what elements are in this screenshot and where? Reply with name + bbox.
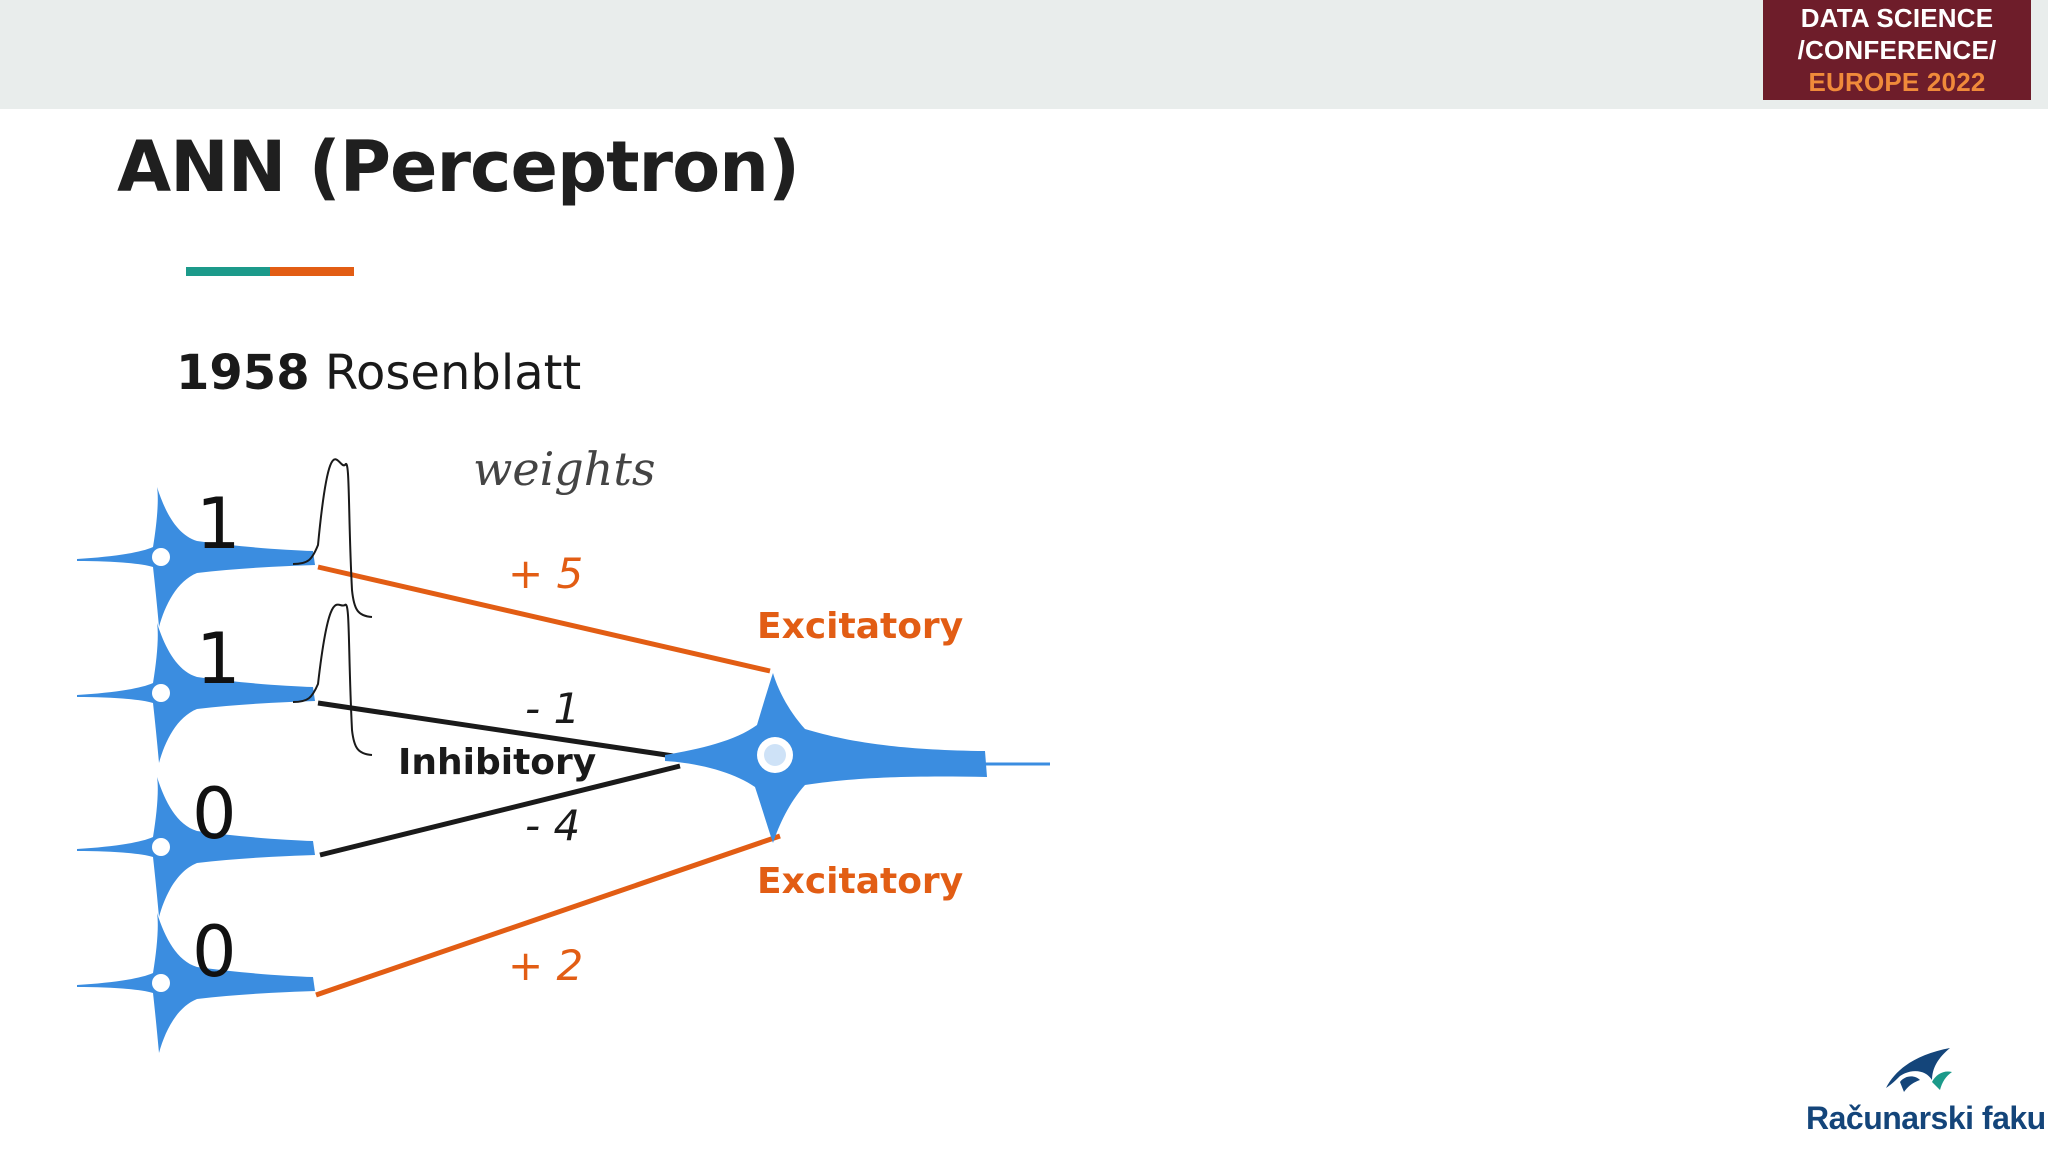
faculty-logo-icon [1886, 1048, 1952, 1092]
slide-subtitle: 1958 Rosenblatt [176, 345, 581, 401]
weight-1: + 5 [508, 549, 583, 598]
weights-label: weights [473, 442, 655, 496]
connection-line-1 [317, 564, 771, 674]
input-neuron-2 [77, 623, 315, 763]
connection-line-4 [315, 833, 781, 998]
weight-4: + 2 [508, 941, 583, 990]
slide-title: ANN (Perceptron) [117, 126, 800, 208]
weight-3: - 4 [525, 801, 580, 850]
label-inhibitory: Inhibitory [398, 742, 596, 783]
input-value-1: 1 [196, 483, 241, 565]
label-excitatory-top: Excitatory [757, 606, 963, 647]
label-excitatory-bottom: Excitatory [757, 861, 963, 902]
output-neuron [665, 673, 1050, 843]
title-underline-orange [270, 267, 354, 276]
input-neuron-1 [77, 487, 315, 627]
badge-line-2: /CONFERENCE/ [1797, 35, 1997, 65]
weight-2: - 1 [525, 684, 580, 733]
conference-badge: DATA SCIENCE /CONFERENCE/ EUROPE 2022 [1763, 0, 2031, 100]
input-value-4: 0 [192, 911, 237, 993]
subtitle-author: Rosenblatt [324, 345, 582, 401]
title-underline-teal [186, 267, 270, 276]
input-value-2: 1 [196, 618, 241, 700]
connection-line-2 [317, 700, 681, 760]
badge-line-3: EUROPE 2022 [1808, 67, 1986, 97]
spike-pulse-2 [292, 603, 373, 756]
badge-line-1: DATA SCIENCE [1800, 3, 1994, 33]
connection-line-3 [319, 763, 681, 858]
input-neuron-4 [77, 913, 315, 1053]
faculty-logo-text: Računarski fakultet [1806, 1100, 2048, 1136]
spike-pulse-1 [292, 458, 373, 618]
subtitle-year: 1958 [176, 345, 310, 401]
top-bar [0, 0, 2048, 109]
input-neuron-3 [77, 777, 315, 917]
input-value-3: 0 [192, 773, 237, 855]
